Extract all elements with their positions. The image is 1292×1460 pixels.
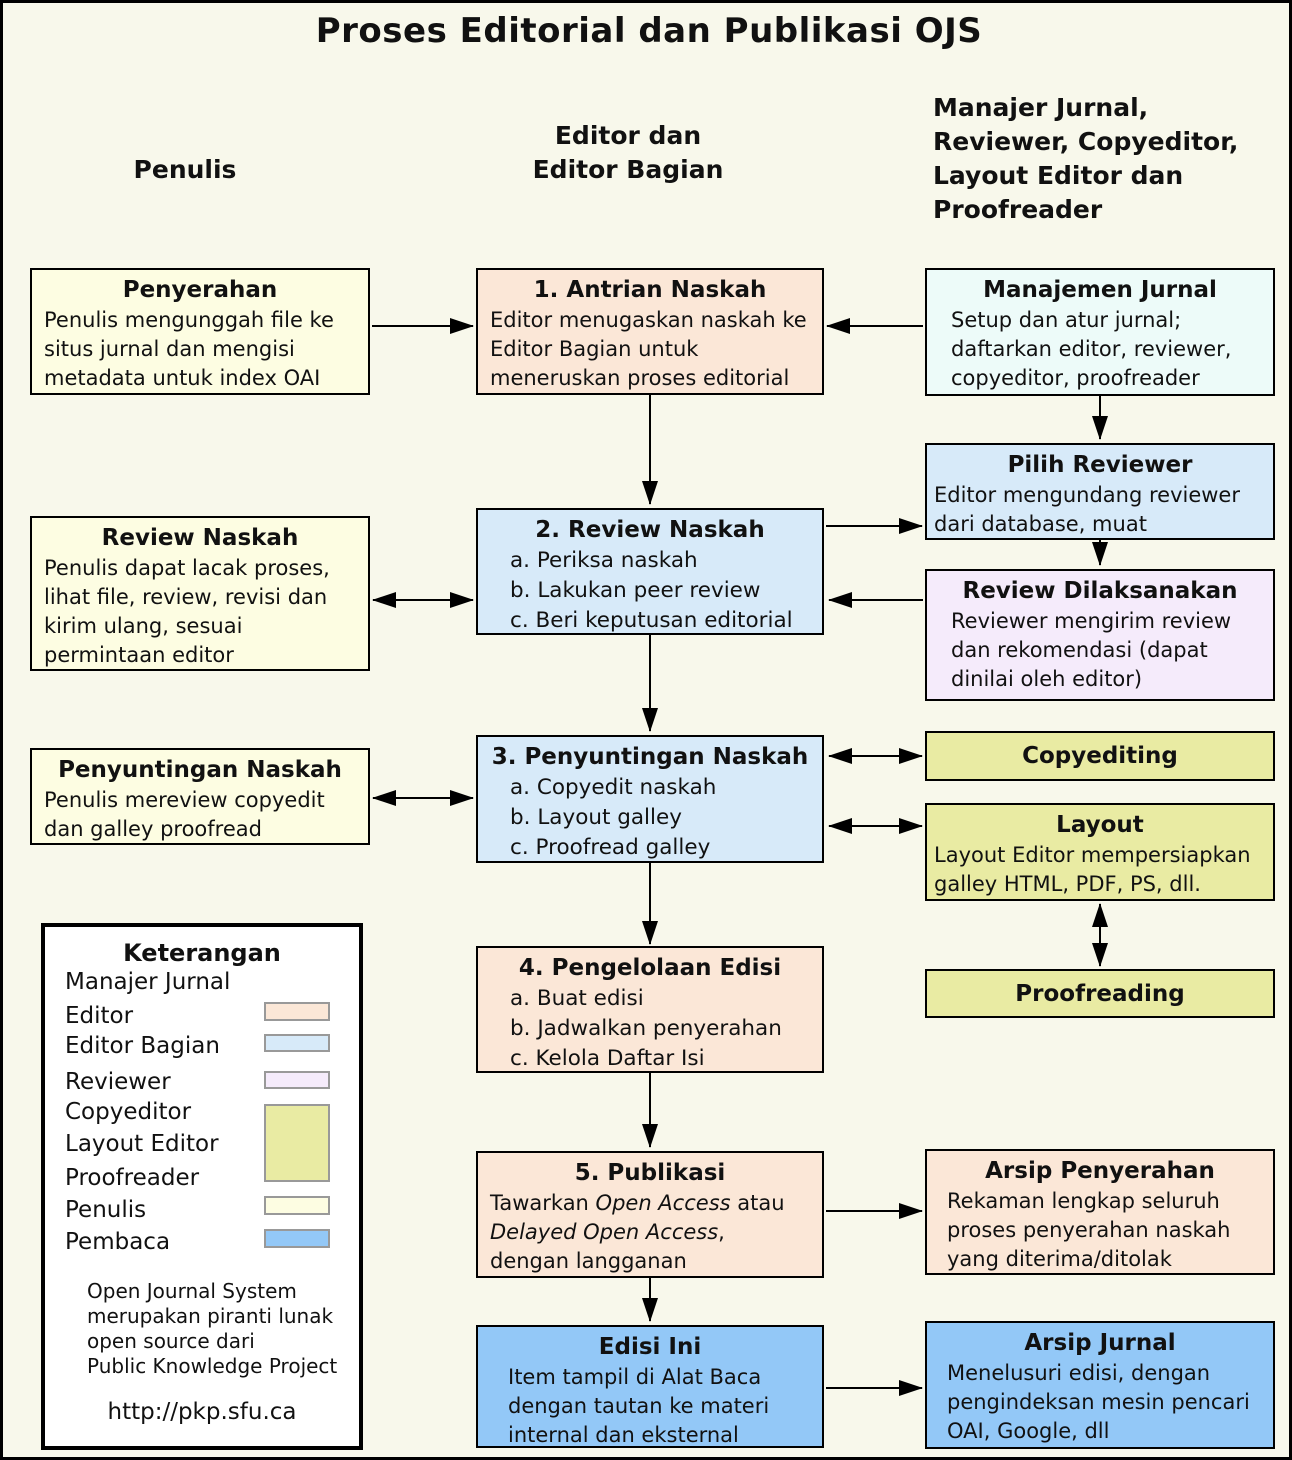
node-body: Reviewer mengirim review dan rekomendasi…: [951, 609, 1232, 691]
list-item: a. Periksa naskah: [510, 548, 698, 573]
node-penyuntingan-naskah: 3. Penyuntingan Naskah a. Copyedit naska…: [476, 735, 824, 863]
node-arsip-jurnal: Arsip Jurnal Menelusuri edisi, dengan pe…: [925, 1321, 1275, 1449]
node-layout: Layout Layout Editor mempersiapkan galle…: [925, 803, 1275, 901]
legend-url: http://pkp.sfu.ca: [107, 1399, 297, 1425]
text-segment: ,: [718, 1220, 725, 1244]
column-header-editor-line1: Editor dan: [554, 121, 702, 150]
node-copyediting: Copyediting: [925, 731, 1275, 781]
body-line: dengan langganan: [490, 1249, 687, 1273]
legend-label-editor-bagian: Editor Bagian: [65, 1033, 220, 1059]
node-title: Manajemen Jurnal: [983, 277, 1217, 303]
legend-label-reviewer: Reviewer: [65, 1069, 171, 1095]
node-title: 3. Penyuntingan Naskah: [491, 744, 809, 770]
node-title: Layout: [1056, 812, 1144, 838]
node-title: Review Naskah: [101, 525, 299, 551]
legend-title: Keterangan: [123, 939, 281, 967]
node-title: Proofreading: [1015, 981, 1185, 1007]
node-body: Penulis mengunggah file ke situs jurnal …: [44, 308, 334, 390]
node-penyerahan: Penyerahan Penulis mengunggah file ke si…: [30, 268, 370, 395]
node-items: a. Buat edisi b. Jadwalkan penyerahan c.…: [478, 984, 822, 1074]
column-header-editor-line2: Editor Bagian: [532, 155, 724, 184]
column-header-editor: Editor dan Editor Bagian: [463, 119, 793, 187]
node-title: Penyuntingan Naskah: [58, 757, 342, 783]
node-antrian-naskah: 1. Antrian Naskah Editor menugaskan nask…: [476, 268, 824, 395]
legend-label-pembaca: Pembaca: [65, 1229, 171, 1255]
legend-swatch-editor-bagian: [264, 1034, 330, 1052]
node-title: Copyediting: [1022, 743, 1178, 769]
footer-line: merupakan piranti lunak: [87, 1304, 334, 1328]
text-segment: atau: [730, 1191, 785, 1215]
node-body: Layout Editor mempersiapkan galley HTML,…: [934, 843, 1251, 896]
legend: Keterangan Manajer Jurnal Editor Editor …: [41, 923, 363, 1450]
legend-swatch-penulis: [264, 1196, 330, 1215]
node-arsip-penyerahan: Arsip Penyerahan Rekaman lengkap seluruh…: [925, 1149, 1275, 1275]
list-item: c. Beri keputusan editorial: [510, 608, 793, 633]
page-title: Proses Editorial dan Publikasi OJS: [315, 11, 983, 51]
column-header-manajer-line3: Layout Editor dan: [933, 161, 1184, 190]
legend-label-proofreader: Proofreader: [65, 1165, 200, 1191]
node-review-naskah-penulis: Review Naskah Penulis dapat lacak proses…: [30, 516, 370, 671]
node-title: 5. Publikasi: [574, 1160, 726, 1186]
footer-line: Public Knowledge Project: [87, 1354, 338, 1378]
list-item: b. Layout galley: [510, 805, 682, 830]
node-title: Review Dilaksanakan: [962, 578, 1238, 604]
text-segment: Tawarkan: [490, 1191, 596, 1215]
node-body: Penulis dapat lacak proses, lihat file, …: [44, 556, 330, 667]
list-item: b. Jadwalkan penyerahan: [510, 1016, 782, 1041]
node-review-naskah: 2. Review Naskah a. Periksa naskah b. La…: [476, 508, 824, 635]
legend-footer: Open Journal System merupakan piranti lu…: [87, 1279, 337, 1379]
node-edisi-ini: Edisi Ini Item tampil di Alat Baca denga…: [476, 1325, 824, 1448]
node-body: Tawarkan Open Access atau Delayed Open A…: [478, 1189, 822, 1276]
node-title: 1. Antrian Naskah: [533, 277, 767, 303]
node-review-dilaksanakan: Review Dilaksanakan Reviewer mengirim re…: [925, 569, 1275, 701]
node-title: Penyerahan: [122, 277, 278, 303]
list-item: c. Kelola Daftar Isi: [510, 1046, 705, 1071]
legend-swatch-pembaca: [264, 1229, 330, 1248]
node-title: Pilih Reviewer: [1007, 452, 1193, 478]
column-header-penulis: Penulis: [133, 155, 237, 184]
italic-segment: Delayed Open Access: [490, 1220, 719, 1244]
italic-segment: Open Access: [595, 1191, 731, 1215]
node-body: Rekaman lengkap seluruh proses penyeraha…: [947, 1189, 1231, 1271]
node-title: 2. Review Naskah: [535, 517, 765, 543]
node-proofreading: Proofreading: [925, 969, 1275, 1018]
node-title: Arsip Penyerahan: [985, 1158, 1215, 1184]
footer-line: Open Journal System: [87, 1279, 297, 1303]
list-item: a. Buat edisi: [510, 986, 644, 1011]
node-pilih-reviewer: Pilih Reviewer Editor mengundang reviewe…: [925, 443, 1275, 540]
column-header-manajer-line1: Manajer Jurnal,: [933, 93, 1149, 122]
column-header-manajer-line4: Proofreader: [933, 195, 1103, 224]
node-title: Arsip Jurnal: [1024, 1330, 1176, 1356]
legend-label-editor: Editor: [65, 1003, 134, 1029]
legend-label-copyeditor: Copyeditor: [65, 1099, 192, 1125]
node-body: Editor menugaskan naskah ke Editor Bagia…: [490, 308, 807, 390]
node-manajemen-jurnal: Manajemen Jurnal Setup dan atur jurnal; …: [925, 268, 1275, 396]
legend-label-manajer-jurnal: Manajer Jurnal: [65, 969, 231, 995]
list-item: a. Copyedit naskah: [510, 775, 717, 800]
node-items: a. Copyedit naskah b. Layout galley c. P…: [478, 773, 822, 863]
body-line: Delayed Open Access,: [490, 1218, 812, 1247]
node-title: Edisi Ini: [598, 1334, 702, 1360]
legend-label-penulis: Penulis: [65, 1197, 147, 1223]
node-pengelolaan-edisi: 4. Pengelolaan Edisi a. Buat edisi b. Ja…: [476, 946, 824, 1073]
column-header-manajer: Manajer Jurnal, Reviewer, Copyeditor, La…: [933, 91, 1283, 227]
node-body: Item tampil di Alat Baca dengan tautan k…: [508, 1365, 770, 1447]
node-body: Menelusuri edisi, dengan pengindeksan me…: [947, 1361, 1250, 1443]
legend-swatch-reviewer: [264, 1071, 330, 1089]
list-item: b. Lakukan peer review: [510, 578, 761, 603]
node-body: Penulis mereview copyedit dan galley pro…: [44, 788, 325, 841]
node-body: Setup dan atur jurnal; daftarkan editor,…: [951, 308, 1232, 390]
body-line: Tawarkan Open Access atau: [490, 1189, 812, 1218]
node-title: 4. Pengelolaan Edisi: [518, 955, 782, 981]
legend-label-layout-editor: Layout Editor: [65, 1131, 219, 1157]
column-header-manajer-line2: Reviewer, Copyeditor,: [933, 127, 1239, 156]
node-penyuntingan-naskah-penulis: Penyuntingan Naskah Penulis mereview cop…: [30, 748, 370, 845]
legend-swatch-editor: [264, 1002, 330, 1021]
list-item: c. Proofread galley: [510, 835, 711, 860]
footer-line: open source dari: [87, 1329, 255, 1353]
legend-swatch-copyeditor-layout-proofreader: [264, 1104, 330, 1182]
node-body: Editor mengundang reviewer dari database…: [934, 483, 1240, 536]
node-items: a. Periksa naskah b. Lakukan peer review…: [478, 546, 822, 636]
node-publikasi: 5. Publikasi Tawarkan Open Access atau D…: [476, 1151, 824, 1278]
